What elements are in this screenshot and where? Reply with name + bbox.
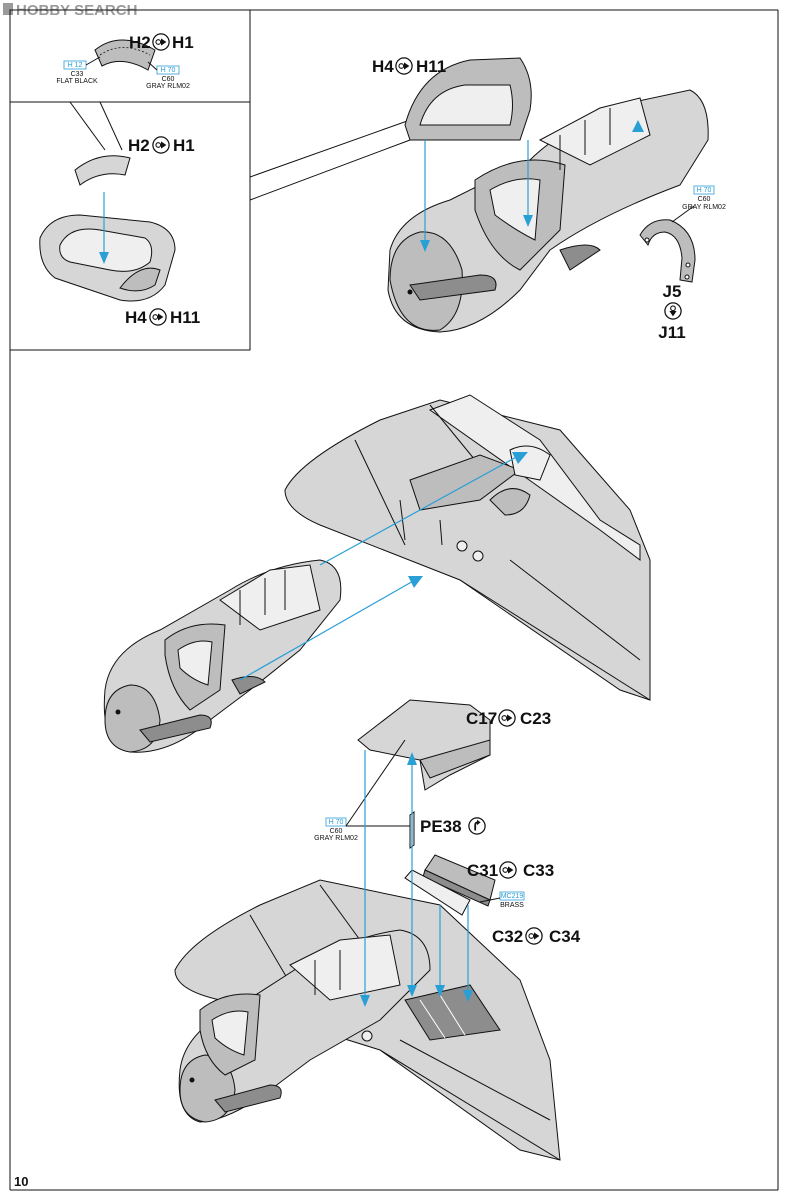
- color-callout-ring: H 70 C60 GRAY RLM02: [671, 185, 726, 223]
- label-h1: H1: [172, 33, 194, 52]
- ring-part: [639, 219, 696, 283]
- page-number: 10: [14, 1174, 28, 1189]
- operation-icon: [498, 709, 516, 727]
- canopy-frame: [39, 214, 176, 302]
- label-c34: C34: [549, 927, 581, 946]
- armour-plate-mid: [74, 155, 131, 186]
- svg-text:BRASS: BRASS: [500, 902, 524, 909]
- svg-text:FLAT BLACK: FLAT BLACK: [56, 78, 98, 85]
- svg-text:GRAY RLM02: GRAY RLM02: [682, 204, 726, 211]
- operation-icon: [149, 308, 167, 326]
- svg-text:GRAY RLM02: GRAY RLM02: [314, 835, 358, 842]
- label-h4-main: H4: [372, 57, 394, 76]
- operation-icon: [152, 136, 170, 154]
- svg-text:C60: C60: [330, 828, 343, 835]
- svg-text:H 12: H 12: [68, 62, 83, 69]
- label-h2-mid: H2: [128, 136, 150, 155]
- label-h1-mid: H1: [173, 136, 195, 155]
- label-c31: C31: [467, 861, 498, 880]
- svg-text:C33: C33: [71, 71, 84, 78]
- color-callout-gray: H 70 C60 GRAY RLM02: [146, 61, 190, 90]
- color-callout-gray-c: H 70 C60 GRAY RLM02: [314, 739, 410, 842]
- detail-inset: H2 H1 H 12 C33 FLAT BLACK H 70 C60 GRAY …: [9, 9, 411, 351]
- svg-text:C60: C60: [162, 76, 175, 83]
- operation-icon: [152, 33, 170, 51]
- label-j5: J5: [663, 282, 682, 301]
- label-c32: C32: [492, 927, 523, 946]
- svg-text:GRAY RLM02: GRAY RLM02: [146, 83, 190, 90]
- svg-text:H 70: H 70: [329, 819, 344, 826]
- armour-plate-top: [94, 39, 156, 71]
- label-h2: H2: [129, 33, 151, 52]
- label-h11-main: H11: [416, 57, 446, 76]
- fuselage-nose-assembly: H4 H11 H 70 C60 GRAY RLM02: [372, 57, 726, 342]
- svg-text:H 70: H 70: [161, 67, 176, 74]
- label-pe38: PE38: [420, 817, 462, 836]
- operation-icon: [395, 57, 413, 75]
- color-callout-brass: MC219 BRASS: [479, 891, 525, 909]
- radiator-assembly: C17 C23 PE38 H 70 C60 GRAY RLM02 C31 C33…: [174, 699, 581, 1161]
- label-c33: C33: [523, 861, 554, 880]
- label-j11: J11: [658, 323, 685, 342]
- label-c23: C23: [520, 709, 551, 728]
- color-callout-flat-black: H 12 C33 FLAT BLACK: [56, 56, 101, 85]
- part-c32: [404, 869, 471, 916]
- wing-center-assembly: [103, 394, 651, 753]
- bend-icon: [468, 817, 486, 835]
- label-c17: C17: [466, 709, 497, 728]
- label-h4: H4: [125, 308, 147, 327]
- label-h11: H11: [170, 308, 200, 327]
- svg-text:MC219: MC219: [501, 893, 524, 900]
- svg-text:C60: C60: [698, 196, 711, 203]
- svg-text:H 70: H 70: [697, 187, 712, 194]
- operation-icon: [499, 861, 517, 879]
- operation-icon: [525, 927, 543, 945]
- operation-icon: [664, 302, 682, 320]
